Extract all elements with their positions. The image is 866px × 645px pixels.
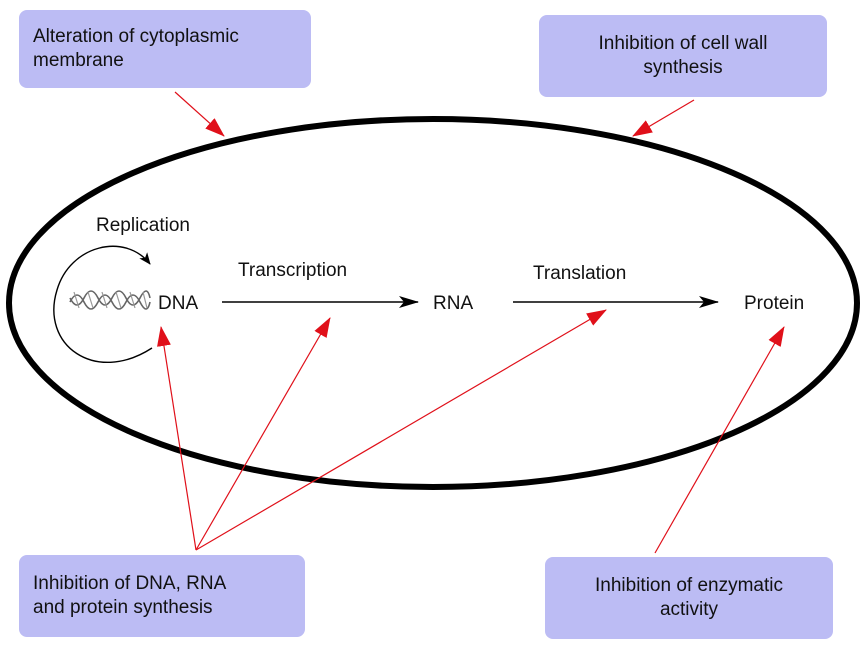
- membrane-inhibition-arrow: [174, 91, 225, 137]
- dna-label: DNA: [158, 293, 198, 314]
- protein-label: Protein: [744, 293, 804, 314]
- membrane-alteration-text: Alteration of cytoplasmic membrane: [33, 26, 239, 71]
- synthesis-inhibition-box: Inhibition of DNA, RNA and protein synth…: [19, 555, 305, 637]
- replication-loop-arrow: [53, 245, 153, 364]
- enzymatic-inhibition-box: Inhibition of enzymatic activity: [545, 557, 833, 639]
- transcription-inhibition-arrow: [195, 317, 331, 551]
- synthesis-inhibition-text: Inhibition of DNA, RNA and protein synth…: [33, 573, 227, 618]
- cell-wall-inhibition-box: Inhibition of cell wall synthesis: [539, 15, 827, 97]
- dna-inhibition-arrow: [157, 326, 197, 551]
- dna-helix-icon: [69, 290, 151, 310]
- cell-outline: [6, 116, 860, 490]
- rna-label: RNA: [433, 293, 473, 314]
- membrane-alteration-box: Alteration of cytoplasmic membrane: [19, 10, 311, 88]
- enzymatic-inhibition-text: Inhibition of enzymatic activity: [595, 575, 783, 620]
- transcription-label: Transcription: [238, 260, 347, 281]
- translation-label: Translation: [533, 263, 626, 284]
- replication-label: Replication: [96, 215, 190, 236]
- translation-inhibition-arrow: [195, 309, 607, 551]
- cell-wall-inhibition-arrow: [632, 99, 695, 137]
- enzymatic-inhibition-arrow: [654, 326, 785, 554]
- cell-wall-inhibition-text: Inhibition of cell wall synthesis: [598, 33, 768, 78]
